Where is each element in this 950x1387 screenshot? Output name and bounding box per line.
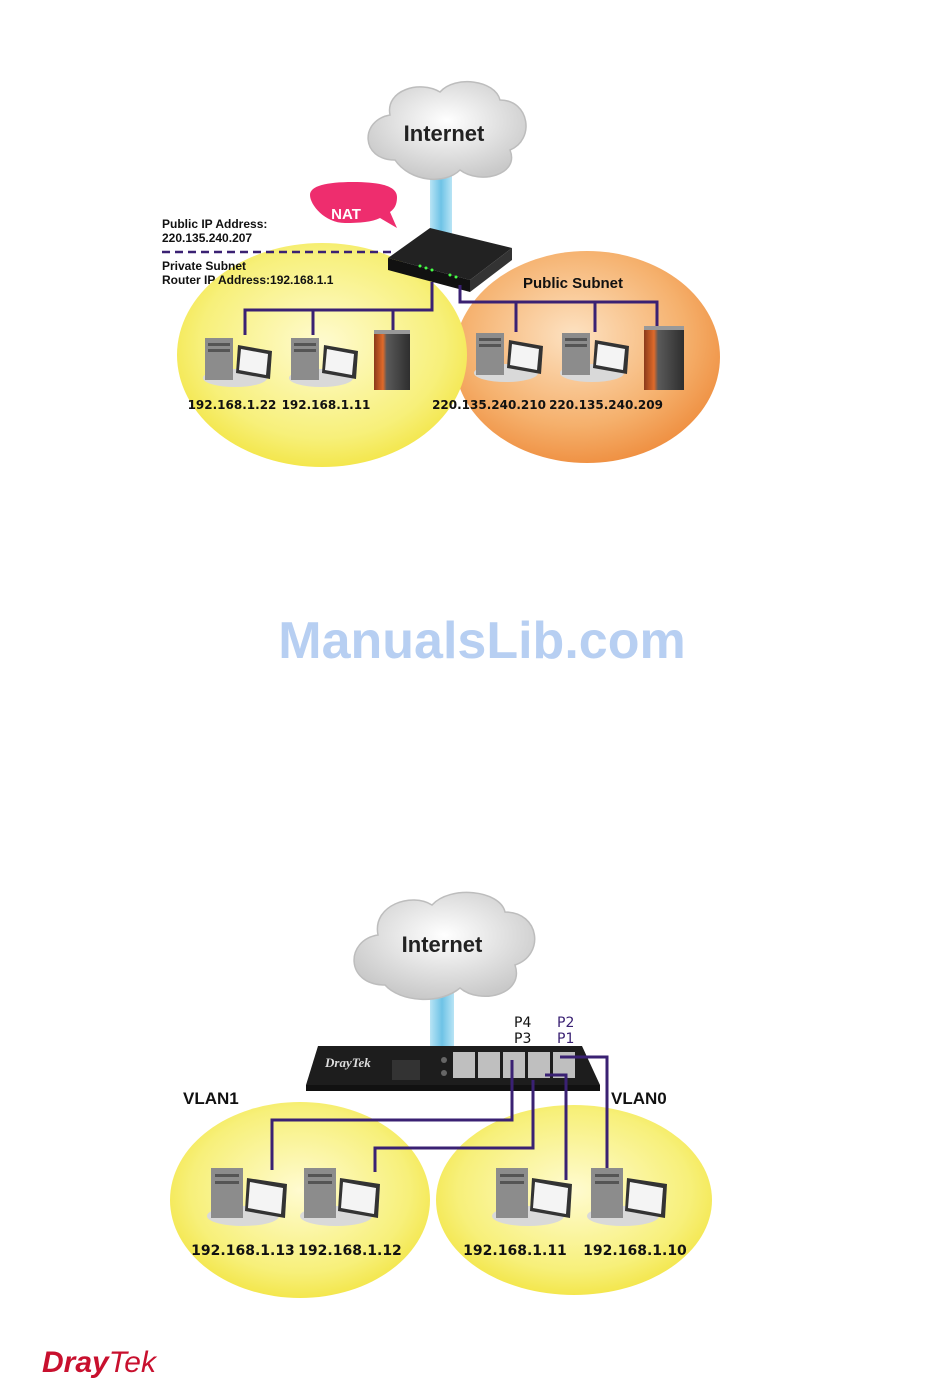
vlan1-area	[170, 1102, 430, 1298]
port-label: P1	[557, 1031, 574, 1047]
diagram-nat: Internet NAT Public IP Address: 220.135.…	[162, 82, 720, 467]
server-icon	[644, 326, 684, 390]
watermark-text: ManualsLib.com	[278, 612, 685, 670]
public-subnet-label: Public Subnet	[523, 275, 623, 292]
host-ip-label: 220.135.240.210	[432, 398, 546, 412]
svg-text:DrayTek: DrayTek	[324, 1055, 371, 1070]
vlan0-label: VLAN0	[611, 1089, 667, 1108]
server-icon	[374, 330, 410, 390]
host-ip-label: 220.135.240.209	[549, 398, 663, 412]
private-subnet-label: Private Subnet	[162, 259, 246, 273]
public-ip-label: Public IP Address:	[162, 217, 267, 231]
host-ip-label: 192.168.1.13	[191, 1243, 295, 1259]
vlan1-label: VLAN1	[183, 1089, 239, 1108]
draytek-logo: DrayTek	[42, 1346, 158, 1379]
diagram-vlan: Internet VLAN1 VLAN0 P4 P2 P3 P1 DrayTek	[170, 892, 712, 1298]
host-ip-label: 192.168.1.10	[583, 1243, 687, 1259]
port-label: P2	[557, 1015, 574, 1031]
internet-label: Internet	[402, 932, 483, 957]
host-ip-label: 192.168.1.11	[463, 1243, 567, 1259]
host-ip-label: 192.168.1.22	[188, 398, 277, 412]
router-icon: DrayTek	[306, 1046, 600, 1091]
port-label: P4	[514, 1015, 531, 1031]
nat-label: NAT	[331, 206, 361, 223]
host-ip-label: 192.168.1.12	[298, 1243, 402, 1259]
internet-label: Internet	[404, 121, 485, 146]
public-ip-value: 220.135.240.207	[162, 231, 252, 245]
router-ip-label: Router IP Address:192.168.1.1	[162, 273, 334, 287]
port-label: P3	[514, 1031, 531, 1047]
logo-text: DrayTek	[42, 1346, 158, 1379]
host-ip-label: 192.168.1.11	[282, 398, 371, 412]
vlan0-area	[436, 1105, 712, 1295]
